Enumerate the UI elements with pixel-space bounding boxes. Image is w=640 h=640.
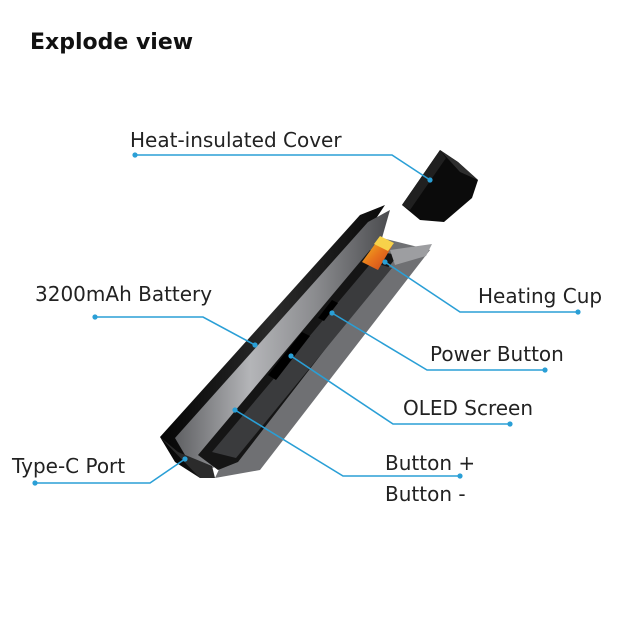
- power-button-slot: [318, 300, 338, 321]
- body-inner-highlight: [212, 262, 392, 458]
- leader-type-c: [35, 458, 186, 484]
- leader-buttons: [234, 409, 460, 477]
- heat-insulated-cover: [402, 150, 478, 222]
- label-battery: 3200mAh Battery: [35, 282, 213, 306]
- leader-power-button: [331, 312, 545, 371]
- leader-dots: [32, 152, 581, 486]
- label-heating-cup: Heating Cup: [478, 284, 603, 308]
- body-top-rim: [390, 244, 432, 265]
- leader-oled: [290, 355, 510, 425]
- label-type-c-port: Type-C Port: [12, 454, 126, 478]
- label-button-plus: Button +: [385, 451, 476, 475]
- label-heat-insulated-cover: Heat-insulated Cover: [130, 128, 342, 152]
- leader-lines: [35, 154, 578, 484]
- label-power-button: Power Button: [430, 342, 564, 366]
- page-title: Explode view: [30, 30, 194, 55]
- label-button-minus: Button -: [385, 482, 466, 506]
- leader-cover: [135, 154, 431, 181]
- body-bottom-cap: [160, 437, 215, 478]
- leader-heating-cup: [384, 261, 578, 313]
- body-metal-frame: [175, 210, 390, 475]
- heating-cup-rim: [374, 236, 394, 251]
- label-oled-screen: OLED Screen: [403, 396, 534, 420]
- leader-battery: [95, 316, 256, 346]
